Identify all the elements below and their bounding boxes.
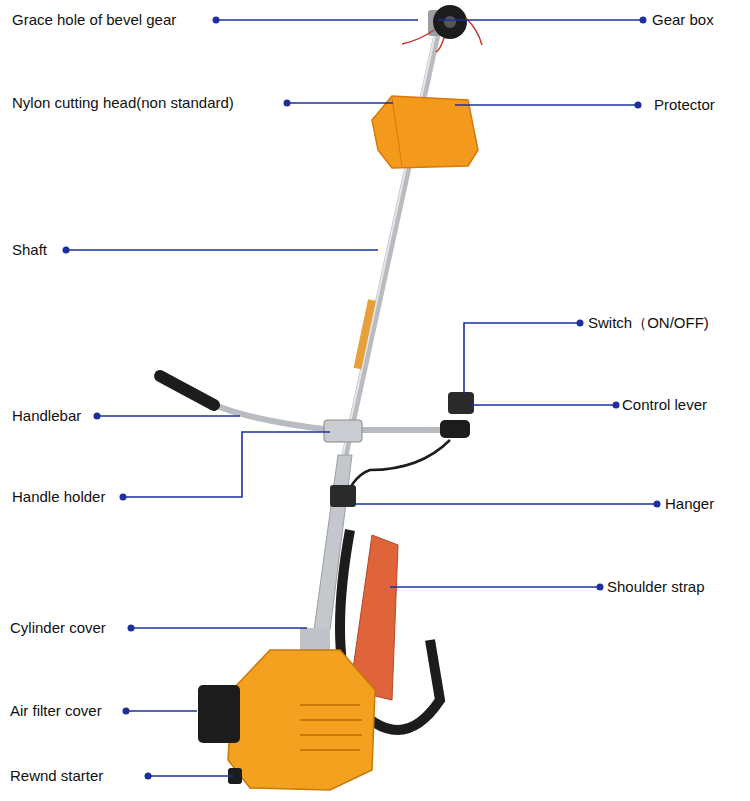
right-grip	[440, 420, 470, 438]
part-label: Protector	[654, 95, 715, 115]
leader-dot	[597, 584, 604, 591]
leader-dot	[213, 17, 220, 24]
part-label: Nylon cutting head(non standard)	[12, 93, 234, 113]
leader-dot	[120, 494, 127, 501]
leader-line	[216, 19, 418, 21]
leader-dots	[63, 17, 661, 780]
leader-lines	[66, 20, 657, 776]
protector-edge	[392, 98, 402, 166]
leader-line	[123, 432, 330, 497]
leader-dot	[635, 102, 642, 109]
leader-line	[470, 404, 616, 406]
cutting-head	[433, 5, 467, 39]
leader-line	[455, 104, 638, 106]
leader-line	[131, 627, 307, 629]
part-label: Gear box	[652, 10, 714, 30]
leader-dot	[577, 320, 584, 327]
leader-line	[66, 249, 378, 251]
shaft-highlight	[343, 30, 436, 455]
engine-vents	[300, 705, 362, 750]
engine-housing	[228, 650, 375, 790]
air-filter-cover	[198, 685, 240, 743]
part-label: Air filter cover	[10, 701, 102, 721]
leader-dot	[94, 413, 101, 420]
leader-line	[355, 503, 657, 505]
part-label: Hanger	[665, 494, 714, 514]
shaft-decal	[354, 299, 376, 369]
leader-dot	[123, 708, 130, 715]
leader-line	[148, 775, 233, 777]
control-housing	[448, 392, 474, 414]
cutting-head-hub	[444, 16, 456, 28]
leader-dot	[654, 501, 661, 508]
leader-line	[126, 710, 197, 712]
leader-line	[438, 19, 643, 21]
part-label: Control lever	[622, 395, 707, 415]
left-grip	[160, 376, 214, 405]
leader-line	[287, 102, 393, 104]
protector	[372, 96, 478, 168]
leader-dot	[145, 773, 152, 780]
leader-line	[97, 415, 240, 417]
part-label: Shaft	[12, 240, 47, 260]
handle-holder	[324, 420, 362, 442]
leader-dot	[63, 247, 70, 254]
part-label: Handlebar	[12, 406, 81, 426]
part-label: Cylinder cover	[10, 618, 106, 638]
nylon-line	[402, 18, 482, 52]
leader-dot	[128, 625, 135, 632]
leader-dot	[284, 100, 291, 107]
leader-dot	[640, 17, 647, 24]
part-label: Rewnd starter	[10, 766, 103, 786]
part-label: Switch（ON/OFF)	[588, 313, 709, 333]
leader-line	[464, 323, 580, 395]
cylinder-cover	[300, 628, 330, 650]
part-label: Grace hole of bevel gear	[12, 10, 176, 30]
shaft	[345, 30, 438, 455]
part-label: Handle holder	[12, 487, 105, 507]
hanger	[330, 485, 356, 507]
leader-line	[390, 586, 600, 588]
leader-dot	[613, 402, 620, 409]
part-label: Shoulder strap	[607, 577, 705, 597]
